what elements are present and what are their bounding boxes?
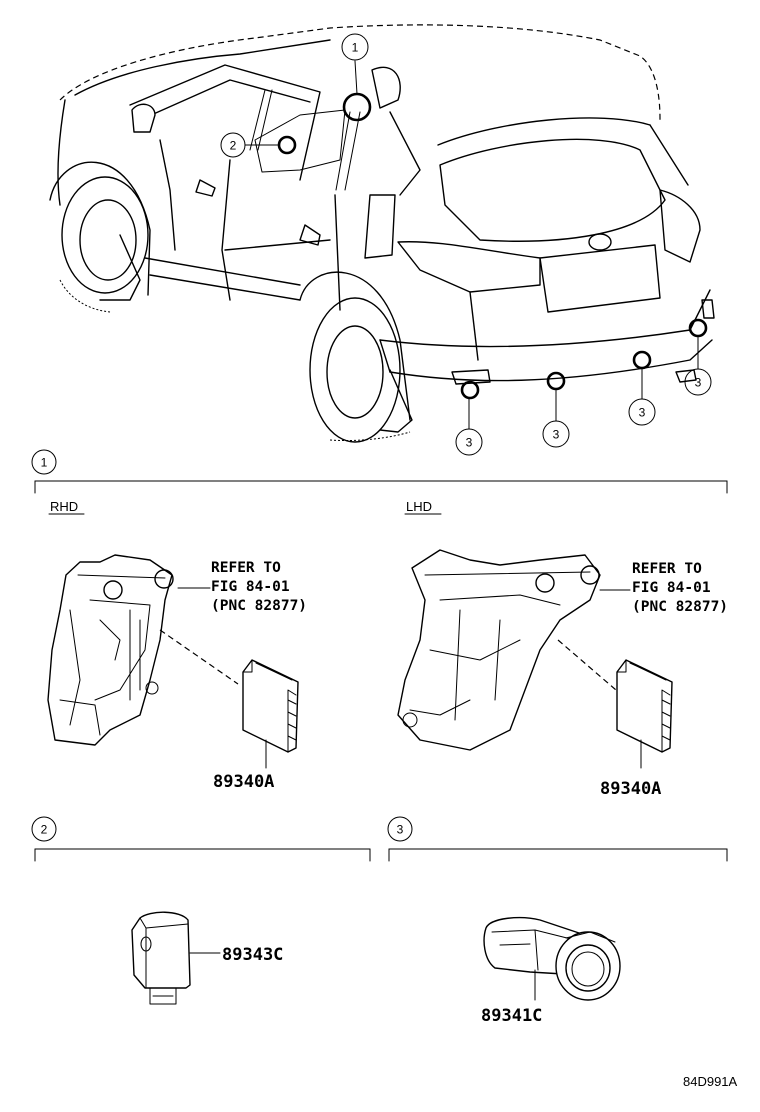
callout-1-top: 1 bbox=[341, 33, 369, 61]
svg-text:1: 1 bbox=[41, 456, 48, 470]
svg-text:LHD: LHD bbox=[406, 499, 432, 514]
svg-text:3: 3 bbox=[695, 376, 702, 390]
rhd-label: RHD bbox=[48, 499, 85, 515]
item3-location-marker-1 bbox=[460, 380, 480, 400]
item3-location-marker-3 bbox=[632, 350, 652, 370]
rhd-computer-part-number: 89340A bbox=[213, 772, 274, 792]
item3-location-marker-2 bbox=[546, 371, 566, 391]
svg-text:(PNC 82877): (PNC 82877) bbox=[211, 598, 307, 614]
lhd-install-guide bbox=[557, 639, 617, 691]
callout-3-a: 3 bbox=[455, 428, 483, 456]
callout-leaders bbox=[244, 60, 699, 430]
svg-text:REFER TO: REFER TO bbox=[211, 560, 281, 576]
section-2-header: 2 bbox=[31, 816, 371, 862]
svg-text:2: 2 bbox=[230, 139, 237, 153]
svg-text:RHD: RHD bbox=[50, 499, 78, 514]
item3-location-marker-4 bbox=[688, 318, 708, 338]
callout-3-c: 3 bbox=[628, 398, 656, 426]
section-3-header: 3 bbox=[387, 816, 728, 862]
section-1-header: 1 bbox=[31, 449, 728, 494]
lhd-computer-unit bbox=[616, 659, 673, 769]
rhd-install-guide bbox=[159, 629, 239, 685]
svg-text:FIG 84-01: FIG 84-01 bbox=[211, 579, 290, 595]
lhd-mounting-bracket bbox=[397, 549, 601, 751]
item2-location-marker bbox=[277, 135, 297, 155]
rhd-mounting-bracket bbox=[47, 554, 174, 746]
rhd-refer-note: REFER TO FIG 84-01 (PNC 82877) bbox=[211, 560, 307, 614]
svg-text:FIG 84-01: FIG 84-01 bbox=[632, 580, 711, 596]
svg-text:REFER TO: REFER TO bbox=[632, 561, 702, 577]
clearance-sensor-part-number: 89341C bbox=[481, 1006, 542, 1026]
ultrasonic-sensor-part-number: 89343C bbox=[222, 945, 283, 965]
svg-text:2: 2 bbox=[41, 823, 48, 837]
ultrasonic-sensor bbox=[131, 911, 221, 1005]
svg-text:3: 3 bbox=[639, 406, 646, 420]
svg-text:(PNC 82877): (PNC 82877) bbox=[632, 599, 728, 615]
lhd-refer-note: REFER TO FIG 84-01 (PNC 82877) bbox=[632, 561, 728, 615]
figure-code: 84D991A bbox=[683, 1074, 738, 1089]
clearance-sensor bbox=[483, 916, 621, 1001]
svg-text:1: 1 bbox=[352, 41, 359, 55]
lhd-computer-part-number: 89340A bbox=[600, 779, 661, 799]
callout-2-top: 2 bbox=[220, 132, 246, 158]
svg-text:3: 3 bbox=[397, 823, 404, 837]
lhd-label: LHD bbox=[404, 499, 442, 515]
vehicle-illustration bbox=[49, 24, 715, 443]
svg-text:3: 3 bbox=[466, 436, 473, 450]
item1-location-marker bbox=[342, 92, 372, 122]
callout-3-b: 3 bbox=[542, 420, 570, 448]
svg-text:3: 3 bbox=[553, 428, 560, 442]
callout-3-d: 3 bbox=[684, 368, 712, 396]
rhd-computer-unit bbox=[242, 659, 299, 769]
